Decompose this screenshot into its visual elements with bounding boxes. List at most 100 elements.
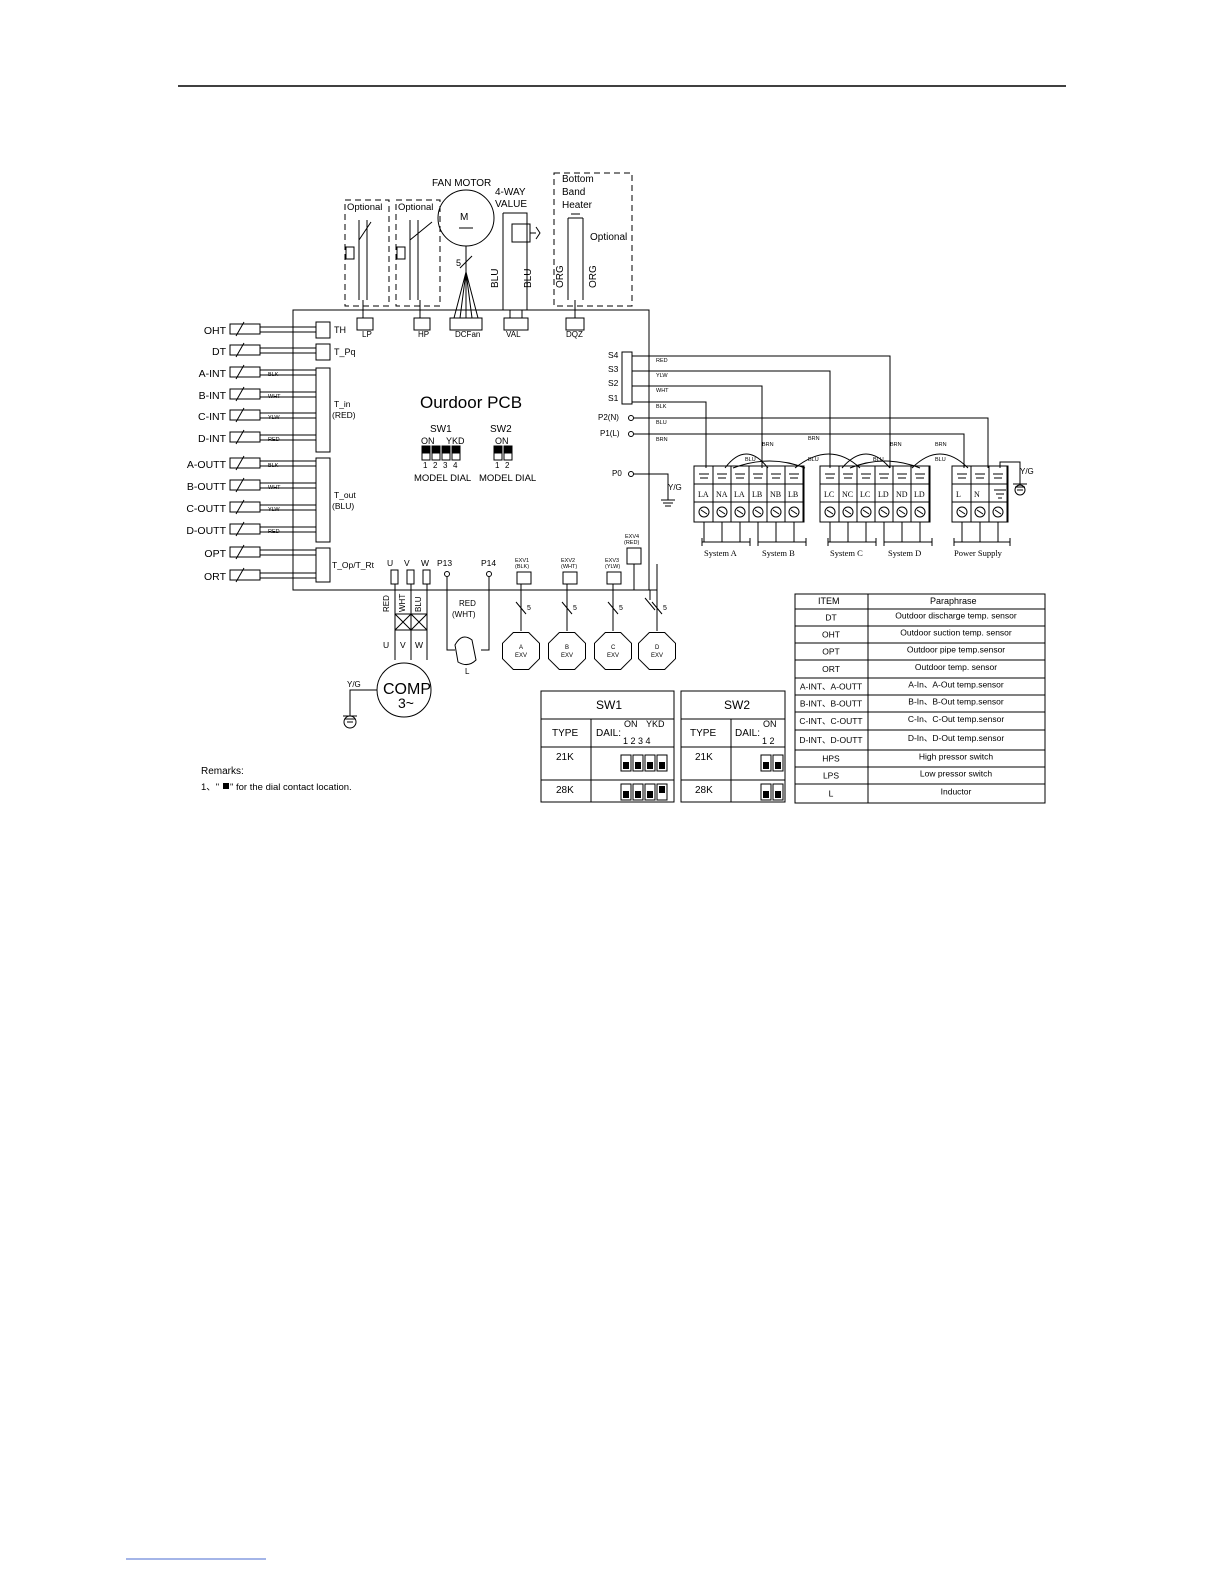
- valve-name: EXV: [651, 653, 663, 659]
- svg-text:(RED): (RED): [624, 540, 639, 546]
- valve-letter: B: [565, 645, 569, 651]
- optional-heater-box: [553, 172, 633, 307]
- terminal-label: NA: [716, 490, 728, 499]
- exv-wire-count: 5: [527, 605, 531, 612]
- dial-contact-marker-icon: [223, 783, 229, 789]
- svg-text:BRN: BRN: [890, 442, 902, 448]
- topt-connector: [315, 547, 331, 583]
- svg-text:FAN MOTOR: FAN MOTOR: [432, 178, 491, 189]
- terminal-label: NB: [770, 490, 781, 499]
- remarks-title: Remarks:: [201, 766, 244, 777]
- svg-text:RED: RED: [459, 599, 476, 608]
- sw1-28k-dial: [620, 783, 668, 801]
- svg-text:BLU: BLU: [808, 457, 819, 463]
- sensor-label: A-OUTT: [187, 459, 227, 471]
- exv-wire-count: 5: [663, 605, 667, 612]
- paraphrase-cell: Outdoor discharge temp. sensor: [895, 611, 1017, 621]
- svg-text:DQZ: DQZ: [566, 330, 583, 339]
- sensor-c-int: C-INT YLW: [198, 407, 316, 423]
- item-cell: A-INT、A-OUTT: [800, 682, 862, 692]
- pcb-title: Ourdoor PCB: [420, 393, 522, 412]
- remarks-line1-suffix: " for the dial contact location.: [230, 782, 352, 793]
- svg-text:DAIL:: DAIL:: [596, 728, 621, 739]
- paraphrase-cell: Outdoor temp. sensor: [915, 662, 997, 672]
- tout-connector: [315, 457, 331, 543]
- svg-text:W: W: [415, 640, 423, 650]
- svg-text:ITEM: ITEM: [818, 596, 840, 606]
- item-cell: ORT: [822, 664, 840, 674]
- item-cell: HPS: [822, 754, 840, 764]
- svg-text:ORG: ORG: [588, 265, 599, 288]
- sw1-21k-dial: [620, 754, 668, 772]
- svg-text:V: V: [404, 558, 410, 568]
- svg-text:TYPE: TYPE: [552, 728, 578, 739]
- sensor-wire-color: RED: [268, 437, 280, 443]
- svg-text:P14: P14: [481, 558, 496, 568]
- svg-text:BLU: BLU: [414, 596, 423, 612]
- item-cell: OHT: [822, 630, 840, 640]
- svg-text:Optional: Optional: [347, 202, 382, 213]
- svg-text:YKD: YKD: [646, 719, 665, 729]
- sensor-label: OHT: [204, 325, 227, 337]
- thermistor-icon: [229, 457, 261, 469]
- svg-text:P1(L): P1(L): [600, 429, 620, 438]
- thermistor-icon: [229, 546, 261, 558]
- item-cell: B-INT、B-OUTT: [800, 699, 862, 709]
- terminal-label: LC: [824, 490, 834, 499]
- svg-text:ON: ON: [624, 719, 638, 729]
- sensor-wire-color: YLW: [268, 415, 280, 421]
- svg-text:U: U: [387, 558, 393, 568]
- svg-text:Heater: Heater: [562, 200, 593, 211]
- svg-text:28K: 28K: [556, 785, 574, 796]
- system-label: System D: [888, 548, 921, 558]
- svg-text:TYPE: TYPE: [690, 728, 716, 739]
- terminal-label: LA: [698, 490, 709, 499]
- system-label: System C: [830, 548, 863, 558]
- svg-text:BLK: BLK: [656, 404, 667, 410]
- svg-text:S4: S4: [608, 350, 619, 360]
- svg-text:(WHT): (WHT): [452, 610, 476, 619]
- paraphrase-cell: High pressor switch: [919, 752, 993, 762]
- svg-text:MODEL DIAL: MODEL DIAL: [479, 473, 536, 484]
- svg-text:Optional: Optional: [590, 232, 627, 243]
- system-label: System B: [762, 548, 795, 558]
- svg-text:WHT: WHT: [656, 388, 669, 394]
- svg-text:VALUE: VALUE: [495, 199, 527, 210]
- svg-text:V: V: [400, 640, 406, 650]
- svg-text:Y/G: Y/G: [668, 483, 682, 492]
- sensor-opt: OPT: [204, 544, 316, 560]
- svg-text:(BLK): (BLK): [515, 564, 529, 570]
- val-connector: [503, 317, 529, 331]
- svg-text:(RED): (RED): [332, 410, 356, 420]
- svg-text:P2(N): P2(N): [598, 413, 619, 422]
- system-label: System A: [704, 548, 738, 558]
- svg-text:ON: ON: [421, 436, 435, 446]
- paraphrase-cell: Outdoor pipe temp.sensor: [907, 645, 1005, 655]
- valve-name: EXV: [607, 653, 619, 659]
- svg-text:HP: HP: [418, 330, 429, 339]
- svg-text:28K: 28K: [695, 785, 713, 796]
- svg-text:S3: S3: [608, 364, 619, 374]
- sensor-label: DT: [212, 346, 227, 358]
- sensor-label: D-OUTT: [186, 525, 226, 537]
- svg-text:T_Pq: T_Pq: [334, 347, 356, 357]
- terminal-label: LD: [914, 490, 925, 499]
- terminal-label: LB: [788, 490, 798, 499]
- svg-text:1 2: 1 2: [762, 736, 775, 746]
- svg-text:BLU: BLU: [656, 420, 667, 426]
- svg-text:DAIL:: DAIL:: [735, 728, 760, 739]
- sensor-label: C-INT: [198, 411, 227, 423]
- thermistor-icon: [229, 501, 261, 513]
- terminal-label: LB: [752, 490, 762, 499]
- sensor-ort: ORT: [204, 567, 316, 583]
- sensor-wire-color: WHT: [268, 394, 281, 400]
- dqz-connector: [565, 317, 585, 331]
- svg-text:21K: 21K: [695, 752, 713, 763]
- svg-text:BLU: BLU: [523, 269, 534, 288]
- svg-text:W: W: [421, 558, 429, 568]
